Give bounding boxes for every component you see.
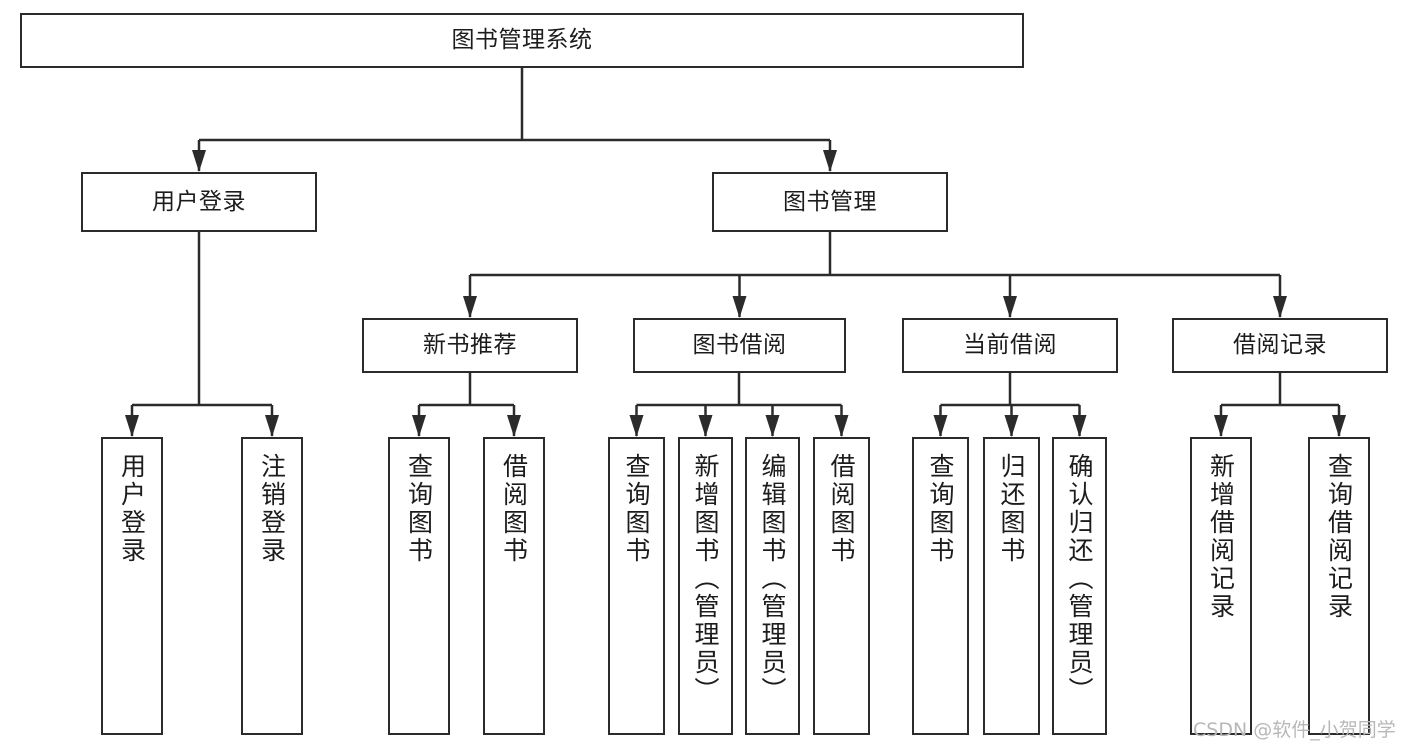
node-label: 注销登录 — [257, 453, 287, 565]
node-leaf-return-book[interactable]: 归还图书 — [983, 437, 1040, 735]
node-label: 编辑图书（管理员） — [758, 453, 787, 705]
node-leaf-query-book-c[interactable]: 查询图书 — [912, 437, 969, 735]
node-new-book-rec[interactable]: 新书推荐 — [362, 318, 578, 373]
node-user-login[interactable]: 用户登录 — [81, 172, 317, 232]
node-leaf-confirm-return[interactable]: 确认归还（管理员） — [1052, 437, 1107, 735]
node-leaf-query-record[interactable]: 查询借阅记录 — [1308, 437, 1370, 735]
node-borrow-record[interactable]: 借阅记录 — [1172, 318, 1388, 373]
node-leaf-query-book-b[interactable]: 查询图书 — [608, 437, 665, 735]
node-label: 图书借阅 — [692, 332, 787, 359]
node-label: 用户登录 — [152, 188, 246, 215]
node-label: 借阅图书 — [827, 453, 856, 565]
node-label: 借阅图书 — [499, 453, 529, 565]
node-label: 用户登录 — [117, 453, 147, 565]
node-leaf-logout-login[interactable]: 注销登录 — [241, 437, 303, 735]
node-leaf-add-record[interactable]: 新增借阅记录 — [1190, 437, 1252, 735]
node-current-borrow[interactable]: 当前借阅 — [902, 318, 1118, 373]
node-label: 当前借阅 — [963, 332, 1057, 359]
node-root[interactable]: 图书管理系统 — [20, 13, 1024, 68]
node-leaf-borrow-book-rec[interactable]: 借阅图书 — [483, 437, 545, 735]
node-label: 新增借阅记录 — [1206, 453, 1236, 621]
node-label: 新书推荐 — [423, 332, 517, 359]
node-label: 新增图书（管理员） — [691, 453, 720, 705]
node-leaf-edit-book[interactable]: 编辑图书（管理员） — [745, 437, 800, 735]
node-leaf-query-book-rec[interactable]: 查询图书 — [388, 437, 450, 735]
node-label: 查询图书 — [622, 453, 651, 565]
node-label: 确认归还（管理员） — [1065, 453, 1094, 705]
node-label: 借阅记录 — [1233, 332, 1327, 359]
node-leaf-add-book[interactable]: 新增图书（管理员） — [678, 437, 733, 735]
node-label: 归还图书 — [997, 453, 1026, 565]
watermark-text: CSDN @软件_小贺同学 — [1193, 719, 1396, 741]
node-label: 查询借阅记录 — [1324, 453, 1354, 621]
node-leaf-borrow-book-b[interactable]: 借阅图书 — [813, 437, 870, 735]
node-book-borrow[interactable]: 图书借阅 — [633, 318, 846, 373]
node-label: 图书管理 — [783, 188, 877, 215]
node-book-manage[interactable]: 图书管理 — [712, 172, 948, 232]
node-label: 查询图书 — [404, 453, 434, 565]
node-leaf-user-login[interactable]: 用户登录 — [101, 437, 163, 735]
node-label: 查询图书 — [926, 453, 955, 565]
node-label: 图书管理系统 — [451, 27, 593, 54]
